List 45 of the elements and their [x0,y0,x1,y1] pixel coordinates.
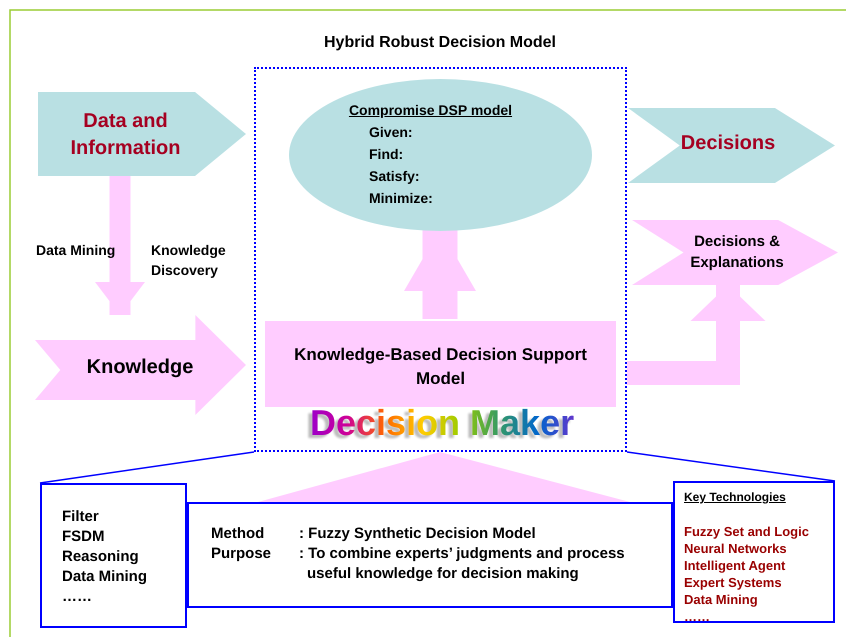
triangle-pointer [258,452,630,502]
list-item: Data Mining [684,591,758,609]
list-item: Reasoning [62,547,139,567]
side-label: Data Mining [36,241,116,260]
list-item: …… [684,608,710,626]
list-item: Filter [62,507,99,527]
list-item: Expert Systems [684,574,782,592]
dotted-frame [254,67,627,452]
ellipse-item: Find: [369,145,404,164]
pentagon-arrow-shape [38,92,246,176]
chevron-shape [628,108,835,183]
list-item: Intelligent Agent [684,557,786,575]
text-box [187,502,673,608]
list-item: …… [62,587,92,607]
chevron-label: Decisions & Explanations [689,232,785,273]
chevron-shape [632,220,838,285]
ellipse-item: Satisfy: [369,167,420,186]
block-arrow [627,285,766,385]
list-item: FSDM [62,527,104,547]
block-arrow [95,176,145,315]
list-item: Fuzzy Set and Logic [684,523,809,541]
field-value: : Fuzzy Synthetic Decision Model [299,524,537,544]
process-box [265,321,616,407]
ellipse-shape [289,79,592,231]
text-box [40,483,187,628]
field-name: Purpose [211,544,272,564]
chevron-label: Decisions [680,131,776,156]
ellipse-item: Given: [369,123,413,142]
list-item: Data Mining [62,567,147,587]
arrow-label: Knowledge [86,355,194,380]
ellipse-heading: Compromise DSP model [348,101,514,120]
block-arrow [404,229,476,319]
notched-arrow-shape [35,315,246,415]
diagram-title: Hybrid Robust Decision Model [322,34,557,52]
text-box [673,481,835,623]
side-label: Knowledge Discovery [151,241,227,280]
field-value: : To combine experts’ judgments and process useful knowledge for decision making [299,544,626,584]
box-label: Knowledge-Based Decision Support Model [293,344,588,390]
list-heading: Key Technologies [684,489,786,506]
ellipse-item: Minimize: [369,189,433,208]
arrow-label: Data and Information [70,109,182,161]
field-name: Method [211,524,264,544]
list-item: Neural Networks [684,540,787,558]
connector-line [626,451,836,482]
connector-line [40,451,254,484]
